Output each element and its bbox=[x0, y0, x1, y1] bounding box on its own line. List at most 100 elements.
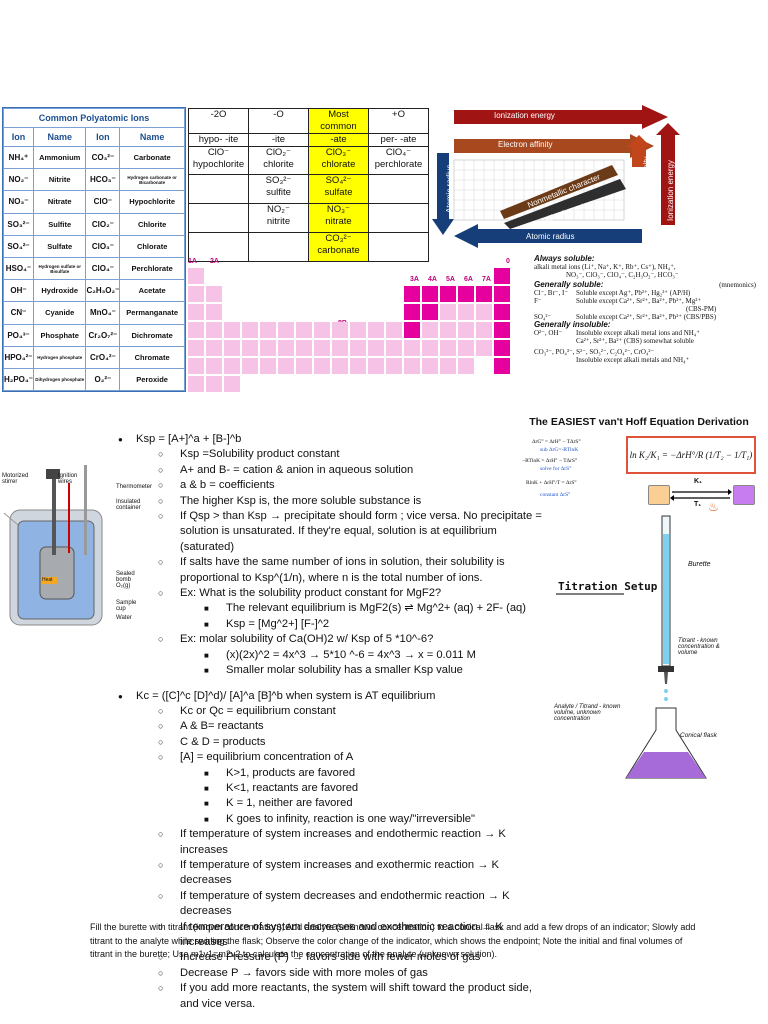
element-cell bbox=[440, 340, 456, 356]
oxy-cell bbox=[368, 232, 429, 262]
reactant-box bbox=[648, 485, 670, 505]
ion-name: Hydrogen carbonate or Bicarbonate bbox=[119, 168, 185, 192]
t1-label: T₁ bbox=[694, 501, 702, 508]
derivation-step: RlnK + ΔrH°/T = ΔrS° bbox=[526, 480, 577, 486]
ion-formula: CO₃²⁻ bbox=[85, 145, 121, 170]
element-cell bbox=[350, 322, 366, 338]
ion-formula: Cr₂O₇²⁻ bbox=[85, 323, 121, 347]
oxy-cell: NO₃⁻ nitrate bbox=[308, 203, 369, 233]
note-line: Kc = ([C]^c [D]^d)/ [A]^a [B]^b when sys… bbox=[118, 689, 548, 705]
note-line: If temperature of system decreases and e… bbox=[118, 920, 548, 951]
element-cell bbox=[296, 340, 312, 356]
ion-formula: SO₄²⁻ bbox=[3, 234, 34, 258]
ion-formula: PO₄³⁻ bbox=[3, 323, 34, 347]
rule: Soluble except Ca²⁺, Sr²⁺, Ba²⁺, Pb²⁺ (C… bbox=[576, 313, 717, 321]
note-line: If salts have the same number of ions in… bbox=[118, 555, 548, 586]
element-cell bbox=[206, 376, 222, 392]
rule: Soluble except Ca²⁺, Sr²⁺, Ba²⁺, Pb²⁺, M… bbox=[576, 297, 702, 305]
ion-name: Dihydrogen phosphate bbox=[32, 367, 87, 392]
oxy-cell bbox=[368, 203, 429, 233]
element-cell bbox=[332, 340, 348, 356]
element-cell bbox=[368, 340, 384, 356]
ion-formula: C₂H₃O₂⁻ bbox=[85, 279, 121, 303]
note-line: K>1, products are favored bbox=[118, 766, 548, 782]
ion-formula: O₂²⁻ bbox=[85, 367, 121, 392]
oxy-header-pluso: +O bbox=[368, 108, 429, 134]
ion-name: Acetate bbox=[119, 279, 185, 303]
note-line: Ex: What is the solubility product const… bbox=[118, 586, 548, 602]
element-cell bbox=[350, 358, 366, 374]
ion-name: Nitrite bbox=[32, 168, 87, 192]
ion-name: Hydroxide bbox=[32, 279, 87, 303]
oxy-cell bbox=[188, 174, 249, 204]
ion-formula: H₂PO₄⁻ bbox=[3, 367, 34, 392]
ion-name: Phosphate bbox=[32, 323, 87, 347]
ion-name: Hydrogen sulfate or Bisulfate bbox=[32, 256, 87, 281]
element-cell bbox=[188, 304, 204, 320]
oxy-cell bbox=[248, 232, 309, 262]
titration-setup-diagram: Titration Setup Burette Titrant - known … bbox=[548, 500, 758, 790]
anion-list: CO₃²⁻, PO₄³⁻, S²⁻, SO₃²⁻, C₂O₄²⁻, CrO₄²⁻ bbox=[534, 348, 655, 356]
note-line: A+ and B- = cation & anion in aqueous so… bbox=[118, 463, 548, 479]
element-cell bbox=[242, 358, 258, 374]
group-label: 2A bbox=[210, 258, 219, 265]
titration-svg bbox=[556, 515, 707, 779]
element-cell bbox=[422, 304, 438, 320]
atomic-radius-label-horizontal: Atomic radius bbox=[526, 232, 575, 241]
periodic-table-ion-charges: 1A 2A 0 3A 4A 5A 6A 7A 3B 4B 5B 6B 7B 8B… bbox=[188, 258, 524, 428]
k1-label: K₁ bbox=[694, 478, 702, 485]
element-cell bbox=[368, 358, 384, 374]
element-cell bbox=[494, 322, 510, 338]
element-cell bbox=[386, 340, 402, 356]
ion-formula: HCO₃⁻ bbox=[85, 168, 121, 192]
oxy-suffix: per- -ate bbox=[368, 133, 429, 147]
ion-name: Sulfate bbox=[32, 234, 87, 258]
element-cell bbox=[314, 340, 330, 356]
ion-name: Cyanide bbox=[32, 301, 87, 325]
header-ion-1: Ion bbox=[3, 127, 34, 147]
titration-procedure-text: Fill the burette with titrant (known con… bbox=[90, 922, 696, 959]
derivation-note: solve for ΔrS° bbox=[540, 466, 572, 472]
ion-name: Perchlorate bbox=[119, 256, 185, 281]
element-cell bbox=[494, 268, 510, 284]
note-line: (x)(2x)^2 = 4x^3 → 5*10 ^-6 = 4x^3 → x =… bbox=[118, 648, 548, 664]
anion: Cl⁻, Br⁻, I⁻ bbox=[534, 289, 569, 297]
spacer bbox=[118, 679, 548, 689]
derivation-step: −RTlnK = ΔrH° − TΔrS° bbox=[522, 458, 578, 464]
header-ion-2: Ion bbox=[85, 127, 121, 147]
element-cell bbox=[278, 340, 294, 356]
element-cell bbox=[440, 358, 456, 374]
titrant-label: Titrant - known concentration & volume bbox=[678, 638, 720, 656]
polyatomic-ions-table: Common Polyatomic Ions Ion Name Ion Name… bbox=[2, 107, 186, 393]
element-cell bbox=[206, 340, 222, 356]
element-cell bbox=[260, 322, 276, 338]
element-cell bbox=[404, 322, 420, 338]
group-label: 7A bbox=[482, 276, 491, 283]
element-cell bbox=[332, 358, 348, 374]
note-line: Ex: molar solubility of Ca(OH)2 w/ Ksp o… bbox=[118, 632, 548, 648]
trend-arrows-svg bbox=[432, 105, 680, 248]
oxy-suffix: hypo- -ite bbox=[188, 133, 249, 147]
ion-formula: CrO₄²⁻ bbox=[85, 345, 121, 369]
anion: SO₄²⁻ bbox=[534, 313, 552, 321]
note-line: If temperature of system decreases and e… bbox=[118, 889, 548, 920]
periodic-trends-diagram: Ionization energy Electron affinity Nonm… bbox=[432, 105, 686, 255]
oxy-cell bbox=[368, 174, 429, 204]
element-cell bbox=[224, 376, 240, 392]
ion-formula: ClO⁻ bbox=[85, 190, 121, 214]
note-line: The higher Ksp is, the more soluble subs… bbox=[118, 494, 548, 510]
element-cell bbox=[206, 304, 222, 320]
ionization-energy-label: Ionization energy bbox=[494, 111, 555, 120]
element-cell bbox=[440, 322, 456, 338]
polyatomic-table-title: Common Polyatomic Ions bbox=[3, 108, 185, 128]
ion-name: Sulfite bbox=[32, 212, 87, 236]
titration-setup-title: Titration Setup bbox=[558, 580, 658, 593]
equilibrium-arrows-svg bbox=[670, 489, 732, 501]
ion-formula: ClO₄⁻ bbox=[85, 256, 121, 281]
motorized-stirrer-label: Motorized stirrer bbox=[2, 473, 29, 485]
